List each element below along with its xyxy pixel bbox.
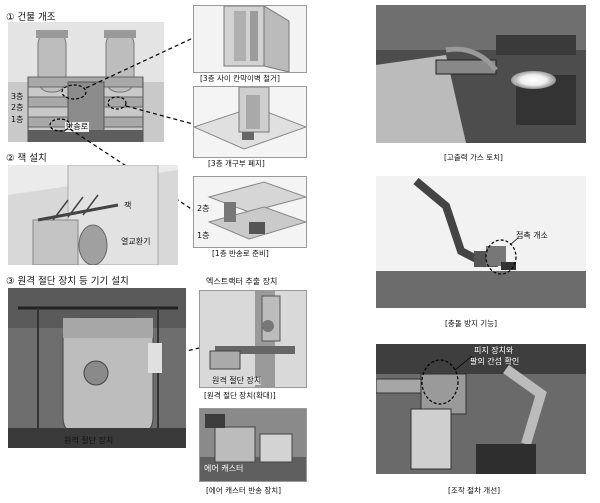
section2-title: ② 잭 설치 (6, 153, 47, 164)
cutter-install-illustration (8, 288, 186, 448)
inset-opening-closure (193, 86, 307, 158)
collision-prevention-photo (376, 176, 586, 308)
inset-partition-removal (193, 5, 307, 73)
contact-label: 접촉 개소 (516, 231, 548, 240)
inset3-floor1: 1층 (197, 231, 210, 240)
interference-label-2: 팔의 간섭 확인 (470, 357, 520, 366)
inset1-caption: [3층 사이 칸막이벽 철거] (200, 74, 280, 83)
section3-title: ③ 원격 절단 장치 등 기기 설치 (6, 276, 129, 287)
torch-caption: [고출력 가스 토치] (444, 153, 503, 162)
air-caster-caption: [에어 캐스터 반송 장치] (206, 486, 282, 495)
jack-label: 잭 (124, 201, 132, 210)
remote-cutter-label: 원격 절단 장치 (212, 376, 262, 385)
section1-title: ① 건물 개조 (6, 12, 56, 23)
interference-label-1: 피지 장치와 (474, 346, 514, 355)
air-caster-label: 에어 캐스터 (204, 464, 244, 473)
procedure-caption: [조작 절차 개선] (448, 486, 501, 495)
inset3-floor2: 2층 (197, 204, 210, 213)
floor-label-2: 2층 (11, 103, 24, 112)
inset-floor1-transport (193, 176, 307, 248)
extractor-title: 엑스트랙터 추출 장치 (206, 277, 278, 286)
procedure-photo (376, 344, 586, 474)
transport-port-label: 반송로 (65, 122, 90, 132)
air-caster-inset (199, 408, 307, 482)
gas-torch-photo (376, 5, 586, 143)
inset3-caption: [1층 반송로 준비] (212, 249, 269, 258)
floor-label-1: 1층 (11, 115, 24, 124)
inset2-caption: [3층 개구부 폐지] (208, 159, 265, 168)
floor-label-3: 3층 (11, 92, 24, 101)
collision-caption: [충돌 방지 기능] (445, 319, 498, 328)
extractor-caption: [원격 절단 장치(확대)] (204, 391, 276, 400)
torch-flame (511, 71, 556, 89)
extractor-inset (199, 290, 307, 388)
heat-exchanger-label: 열교환기 (121, 237, 151, 246)
jack-illustration (8, 165, 178, 265)
remote-cutter-bottom-label: 원격 절단 장치 (64, 436, 114, 445)
